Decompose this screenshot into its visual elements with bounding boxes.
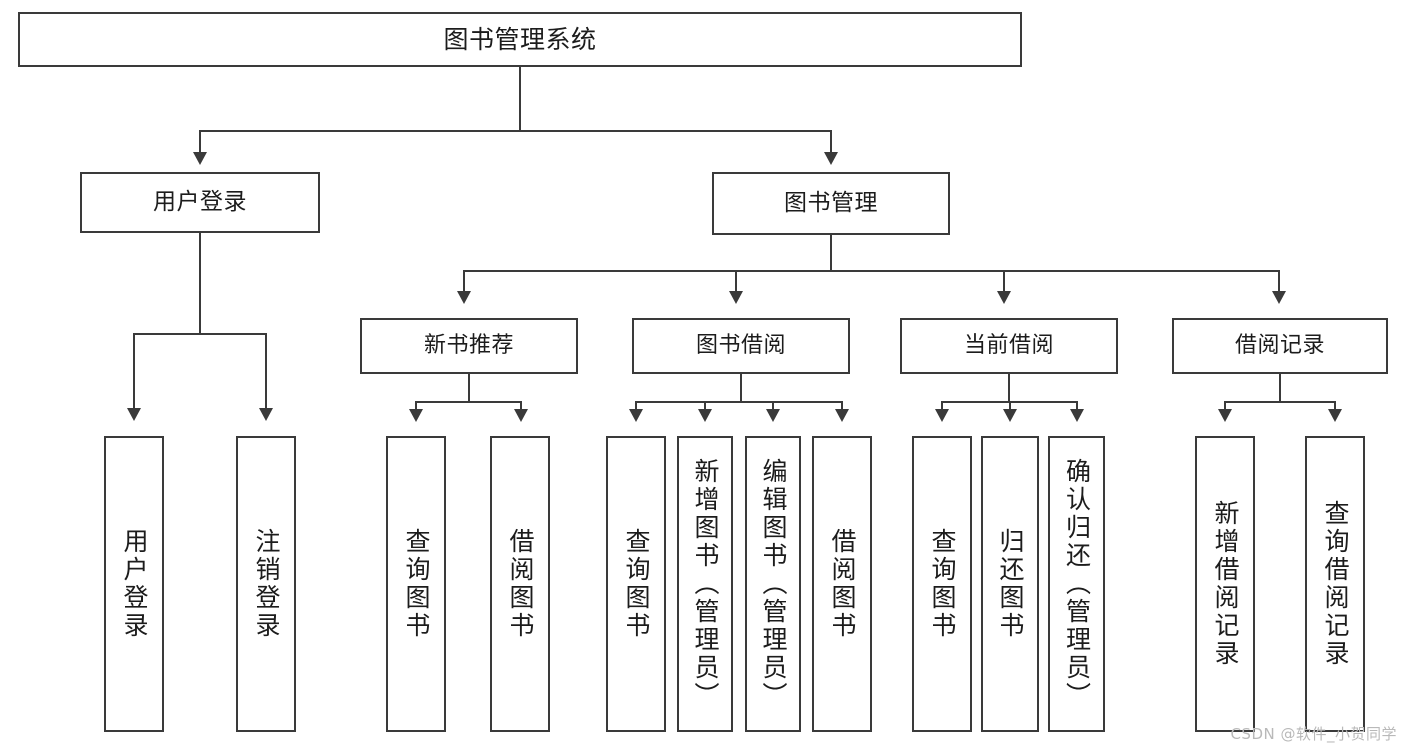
connector-login-bar	[133, 333, 267, 335]
connector-login-stem	[199, 233, 201, 334]
leaf-records-add-record[interactable]: 新增借阅记录	[1195, 436, 1255, 732]
node-label: 查询图书	[402, 528, 431, 640]
leaf-current-search-book[interactable]: 查询图书	[912, 436, 972, 732]
node-label: 新增图书（管理员）	[691, 458, 720, 710]
connector-bookmanage-stem	[830, 235, 832, 272]
arrow-to-records	[1272, 291, 1286, 304]
arrow-borrow-leaf-3	[766, 409, 780, 422]
connector-current-leg-3	[1076, 401, 1078, 413]
arrow-current-leaf-3	[1070, 409, 1084, 422]
connector-borrow-stem	[740, 374, 742, 403]
node-label: 查询图书	[928, 528, 957, 640]
leaf-records-search-record[interactable]: 查询借阅记录	[1305, 436, 1365, 732]
node-book-manage[interactable]: 图书管理	[712, 172, 950, 235]
node-label: 查询图书	[622, 528, 651, 640]
connector-borrow-bar	[635, 401, 843, 403]
node-new-book-recommend[interactable]: 新书推荐	[360, 318, 578, 374]
leaf-current-return-book[interactable]: 归还图书	[981, 436, 1039, 732]
arrow-to-current	[997, 291, 1011, 304]
node-label: 图书借阅	[695, 333, 786, 359]
leaf-borrow-search-book[interactable]: 查询图书	[606, 436, 666, 732]
connector-recommend-stem	[468, 374, 470, 403]
node-label: 当前借阅	[963, 333, 1054, 359]
arrow-to-recommend	[457, 291, 471, 304]
node-borrow-records[interactable]: 借阅记录	[1172, 318, 1388, 374]
arrow-login-leaf-2	[259, 408, 273, 421]
node-label: 图书管理	[784, 189, 878, 216]
connector-recommend-leg-2	[520, 401, 522, 413]
arrow-current-leaf-1	[935, 409, 949, 422]
node-root-system[interactable]: 图书管理系统	[18, 12, 1022, 67]
connector-bookmanage-leg-1	[463, 270, 465, 295]
connector-borrow-leg-4	[841, 401, 843, 413]
arrow-borrow-leaf-4	[835, 409, 849, 422]
arrow-recommend-leaf-2	[514, 409, 528, 422]
node-label: 确认归还（管理员）	[1062, 458, 1092, 710]
arrow-records-leaf-2	[1328, 409, 1342, 422]
connector-login-leg-1	[133, 333, 135, 412]
node-user-login[interactable]: 用户登录	[80, 172, 320, 233]
leaf-recommend-search-book[interactable]: 查询图书	[386, 436, 446, 732]
arrow-login-leaf-1	[127, 408, 141, 421]
arrow-to-borrow	[729, 291, 743, 304]
connector-records-stem	[1279, 374, 1281, 403]
node-book-borrow[interactable]: 图书借阅	[632, 318, 850, 374]
connector-recommend-bar	[415, 401, 522, 403]
arrow-borrow-leaf-1	[629, 409, 643, 422]
connector-bookmanage-leg-3	[1003, 270, 1005, 295]
node-label: 查询借阅记录	[1321, 500, 1350, 668]
connector-bookmanage-bar	[463, 270, 1280, 272]
leaf-logout[interactable]: 注销登录	[236, 436, 296, 732]
connector-records-leg-1	[1224, 401, 1226, 413]
node-label: 注销登录	[252, 528, 281, 640]
connector-root-to-bookmanage	[830, 130, 832, 156]
node-label: 借阅图书	[828, 528, 857, 640]
arrow-root-to-login	[193, 152, 207, 165]
leaf-borrow-borrow-book[interactable]: 借阅图书	[812, 436, 872, 732]
arrow-borrow-leaf-2	[698, 409, 712, 422]
leaf-user-login[interactable]: 用户登录	[104, 436, 164, 732]
node-label: 借阅图书	[506, 528, 535, 640]
watermark-text: CSDN @软件_小贺同学	[1230, 725, 1397, 743]
arrow-recommend-leaf-1	[409, 409, 423, 422]
connector-bookmanage-leg-4	[1278, 270, 1280, 295]
arrow-root-to-bookmanage	[824, 152, 838, 165]
connector-root-bar	[199, 130, 831, 132]
node-label: 归还图书	[996, 528, 1025, 640]
arrow-current-leaf-2	[1003, 409, 1017, 422]
leaf-borrow-add-book-admin[interactable]: 新增图书（管理员）	[677, 436, 733, 732]
node-label: 借阅记录	[1234, 333, 1325, 359]
connector-root-stem	[519, 67, 521, 131]
connector-records-leg-2	[1334, 401, 1336, 413]
connector-root-to-login	[199, 130, 201, 156]
arrow-records-leaf-1	[1218, 409, 1232, 422]
node-label: 新书推荐	[423, 333, 514, 359]
connector-borrow-leg-2	[704, 401, 706, 413]
node-label: 用户登录	[120, 528, 149, 640]
node-current-borrow[interactable]: 当前借阅	[900, 318, 1118, 374]
connector-bookmanage-leg-2	[735, 270, 737, 295]
leaf-current-confirm-return-admin[interactable]: 确认归还（管理员）	[1048, 436, 1105, 732]
leaf-borrow-edit-book-admin[interactable]: 编辑图书（管理员）	[745, 436, 801, 732]
node-label: 用户登录	[153, 188, 247, 215]
node-label: 新增借阅记录	[1211, 500, 1240, 668]
connector-borrow-leg-1	[635, 401, 637, 413]
connector-records-bar	[1224, 401, 1336, 403]
connector-recommend-leg-1	[415, 401, 417, 413]
node-label: 编辑图书（管理员）	[759, 458, 788, 710]
connector-current-leg-1	[941, 401, 943, 413]
connector-current-stem	[1008, 374, 1010, 403]
connector-current-leg-2	[1009, 401, 1011, 413]
connector-borrow-leg-3	[772, 401, 774, 413]
leaf-recommend-borrow-book[interactable]: 借阅图书	[490, 436, 550, 732]
connector-login-leg-2	[265, 333, 267, 412]
node-label: 图书管理系统	[443, 24, 597, 54]
